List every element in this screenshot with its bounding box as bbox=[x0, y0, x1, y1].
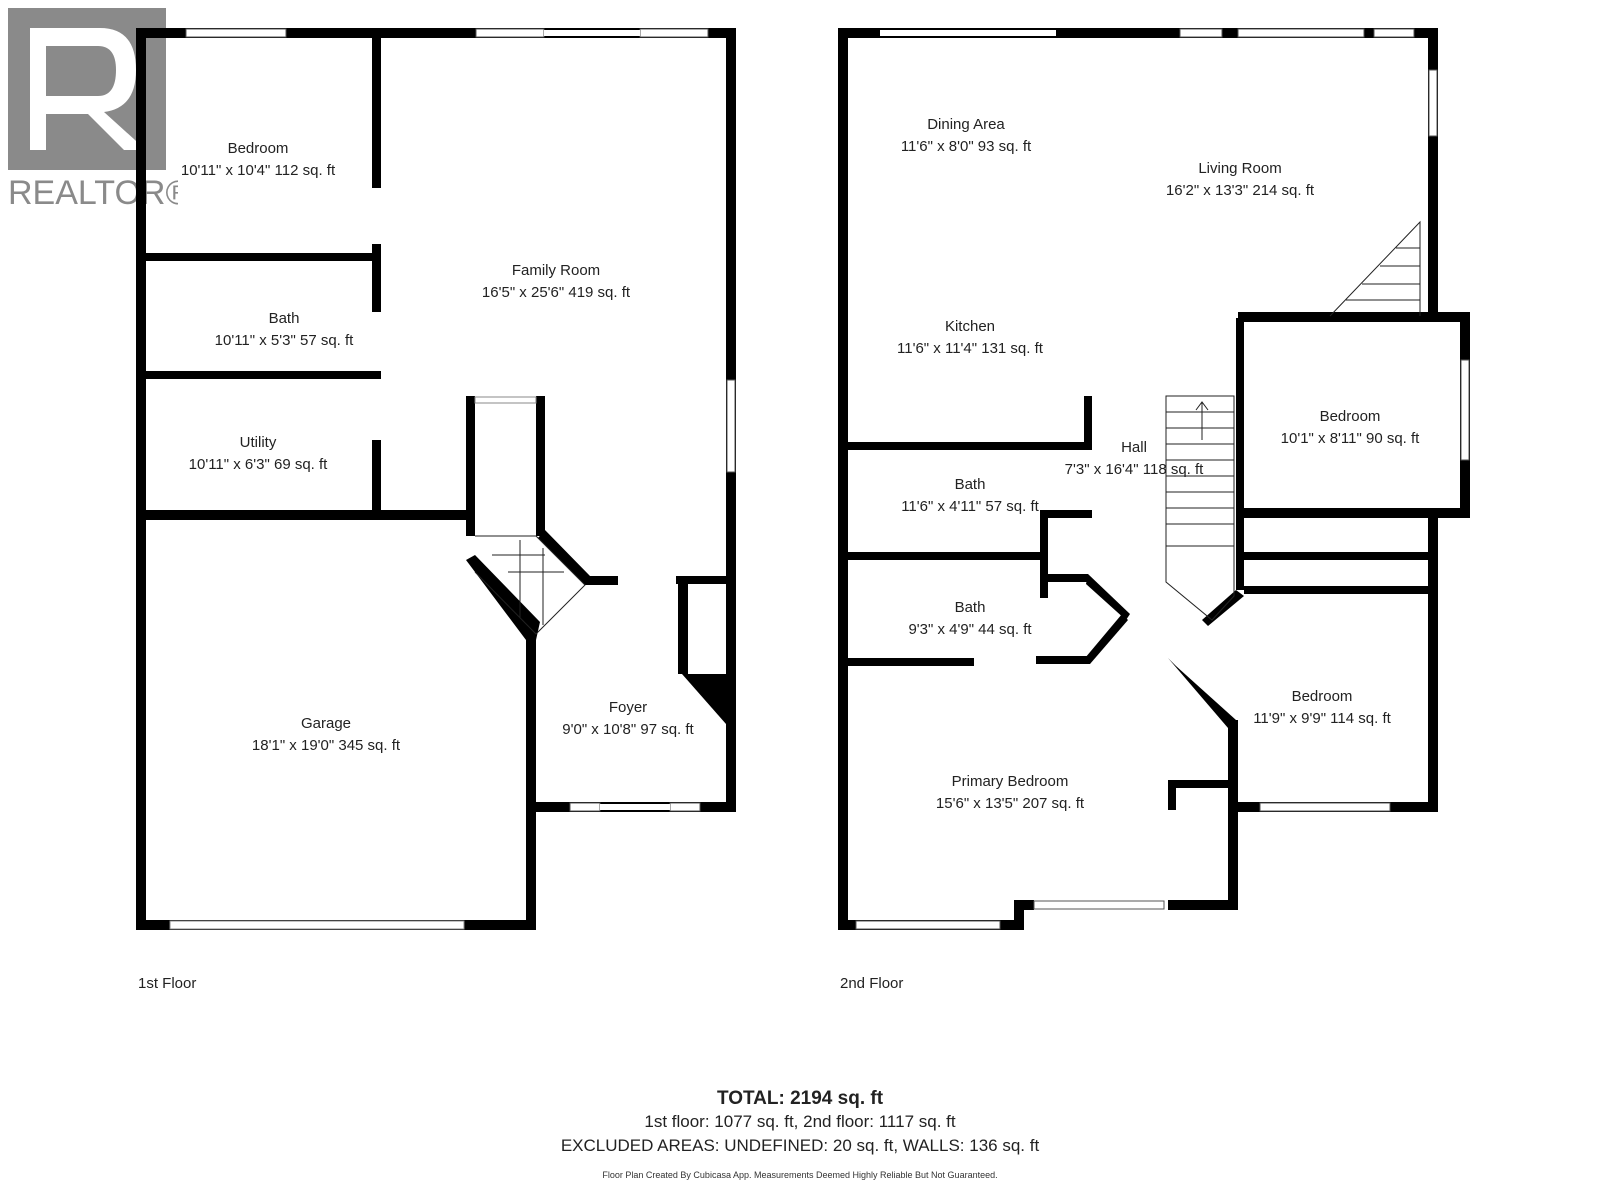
room-dimensions: 11'6" x 11'4" 131 sq. ft bbox=[897, 340, 1044, 357]
room-name: Foyer bbox=[609, 699, 647, 716]
room-name: Garage bbox=[301, 715, 351, 732]
room-dimensions: 10'11" x 10'4" 112 sq. ft bbox=[181, 162, 336, 179]
room-name: Family Room bbox=[512, 262, 600, 279]
room-name: Dining Area bbox=[927, 116, 1005, 133]
room-dimensions: 9'3" x 4'9" 44 sq. ft bbox=[908, 621, 1032, 638]
room-labels: Bedroom 10'11" x 10'4" 112 sq. ft Family… bbox=[181, 116, 1420, 812]
room-dimensions: 15'6" x 13'5" 207 sq. ft bbox=[936, 795, 1085, 812]
room-name: Bedroom bbox=[1292, 688, 1353, 705]
excluded-areas: EXCLUDED AREAS: UNDEFINED: 20 sq. ft, WA… bbox=[560, 1136, 1040, 1155]
floor-label-first: 1st Floor bbox=[138, 975, 196, 992]
floor-label-second: 2nd Floor bbox=[840, 975, 903, 992]
room-dimensions: 10'11" x 5'3" 57 sq. ft bbox=[215, 332, 355, 349]
room-name: Utility bbox=[240, 434, 277, 451]
room-dimensions: 7'3" x 16'4" 118 sq. ft bbox=[1065, 461, 1205, 478]
room-dimensions: 16'2" x 13'3" 214 sq. ft bbox=[1166, 182, 1315, 199]
room-dimensions: 9'0" x 10'8" 97 sq. ft bbox=[562, 721, 694, 738]
room-dimensions: 11'6" x 4'11" 57 sq. ft bbox=[901, 498, 1039, 515]
first-floor-plan bbox=[136, 28, 736, 930]
second-floor-plan bbox=[838, 28, 1470, 930]
room-name: Bath bbox=[955, 476, 986, 493]
room-name: Living Room bbox=[1198, 160, 1281, 177]
room-dimensions: 18'1" x 19'0" 345 sq. ft bbox=[252, 737, 401, 754]
room-name: Bath bbox=[955, 599, 986, 616]
room-dimensions: 11'6" x 8'0" 93 sq. ft bbox=[901, 138, 1032, 155]
room-dimensions: 11'9" x 9'9" 114 sq. ft bbox=[1253, 710, 1391, 727]
realtor-logo-text: REALTOR® bbox=[8, 174, 178, 208]
room-name: Bedroom bbox=[1320, 408, 1381, 425]
floor-breakdown: 1st floor: 1077 sq. ft, 2nd floor: 1117 … bbox=[644, 1112, 956, 1131]
room-name: Hall bbox=[1121, 439, 1147, 456]
room-name: Primary Bedroom bbox=[952, 773, 1069, 790]
room-dimensions: 10'11" x 6'3" 69 sq. ft bbox=[189, 456, 329, 473]
room-name: Bath bbox=[269, 310, 300, 327]
total-area: TOTAL: 2194 sq. ft bbox=[716, 1088, 884, 1109]
room-dimensions: 16'5" x 25'6" 419 sq. ft bbox=[482, 284, 631, 301]
disclaimer: Floor Plan Created By Cubicasa App. Meas… bbox=[602, 1170, 998, 1180]
room-name: Kitchen bbox=[945, 318, 995, 335]
room-name: Bedroom bbox=[228, 140, 289, 157]
room-dimensions: 10'1" x 8'11" 90 sq. ft bbox=[1281, 430, 1421, 447]
